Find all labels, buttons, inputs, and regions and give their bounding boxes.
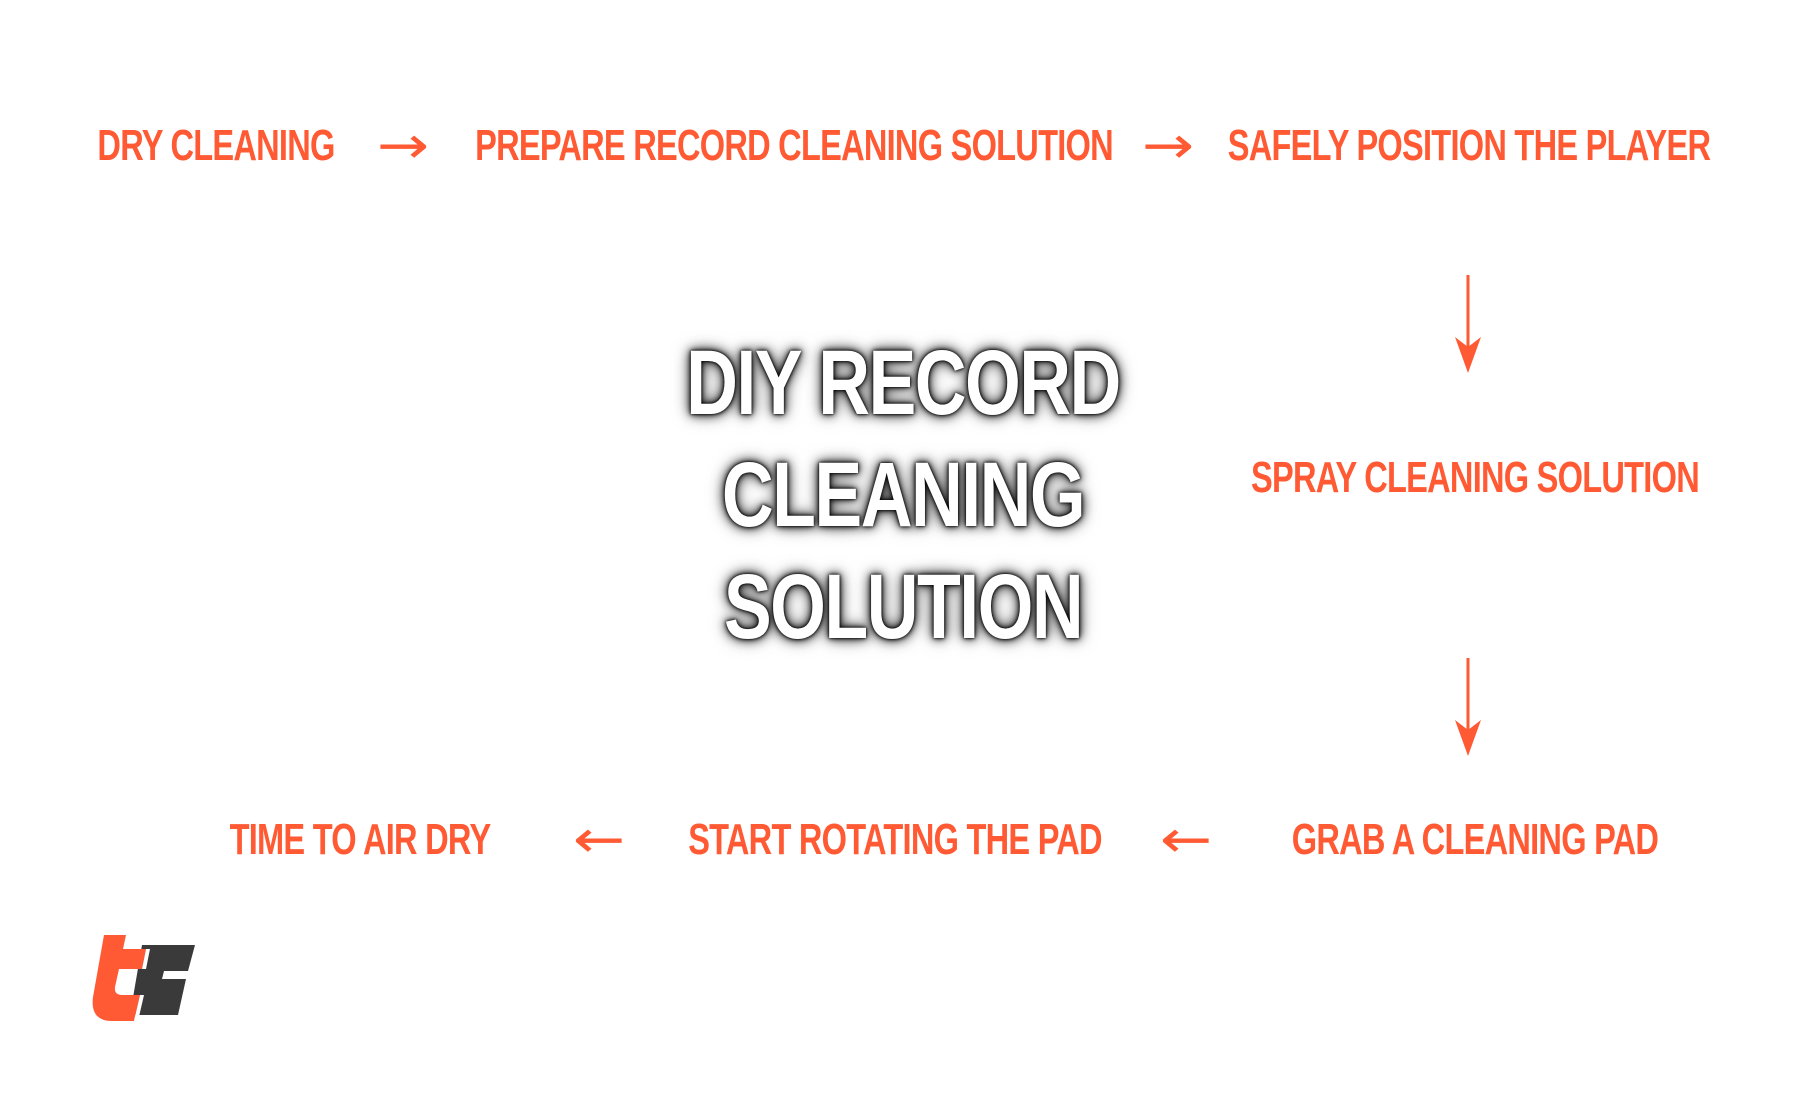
arrow-left-icon: ← (572, 810, 626, 870)
arrow-right-icon: → (376, 116, 430, 176)
step-prepare-solution: PREPARE RECORD CLEANING SOLUTION (475, 121, 1114, 170)
title-line-1: DIY RECORD (686, 332, 1121, 434)
step-position-player: SAFELY POSITION THE PLAYER (1227, 121, 1711, 170)
step-dry-cleaning: DRY CLEANING (97, 121, 335, 170)
step-air-dry: TIME TO AIR DRY (229, 815, 492, 864)
arrow-left-icon: ← (1159, 810, 1213, 870)
title-line-2: CLEANING SOLUTION (721, 444, 1086, 658)
diagram-title: DIY RECORD CLEANING SOLUTION (453, 327, 1353, 663)
step-spray-solution: SPRAY CLEANING SOLUTION (1251, 453, 1700, 502)
step-rotate-pad: START ROTATING THE PAD (688, 815, 1102, 864)
arrow-right-icon: → (1141, 116, 1195, 176)
arrow-down-icon (1455, 658, 1481, 756)
tc-brand-logo-icon (92, 935, 195, 1021)
arrow-down-icon (1455, 275, 1481, 373)
step-grab-pad: GRAB A CLEANING PAD (1291, 815, 1659, 864)
